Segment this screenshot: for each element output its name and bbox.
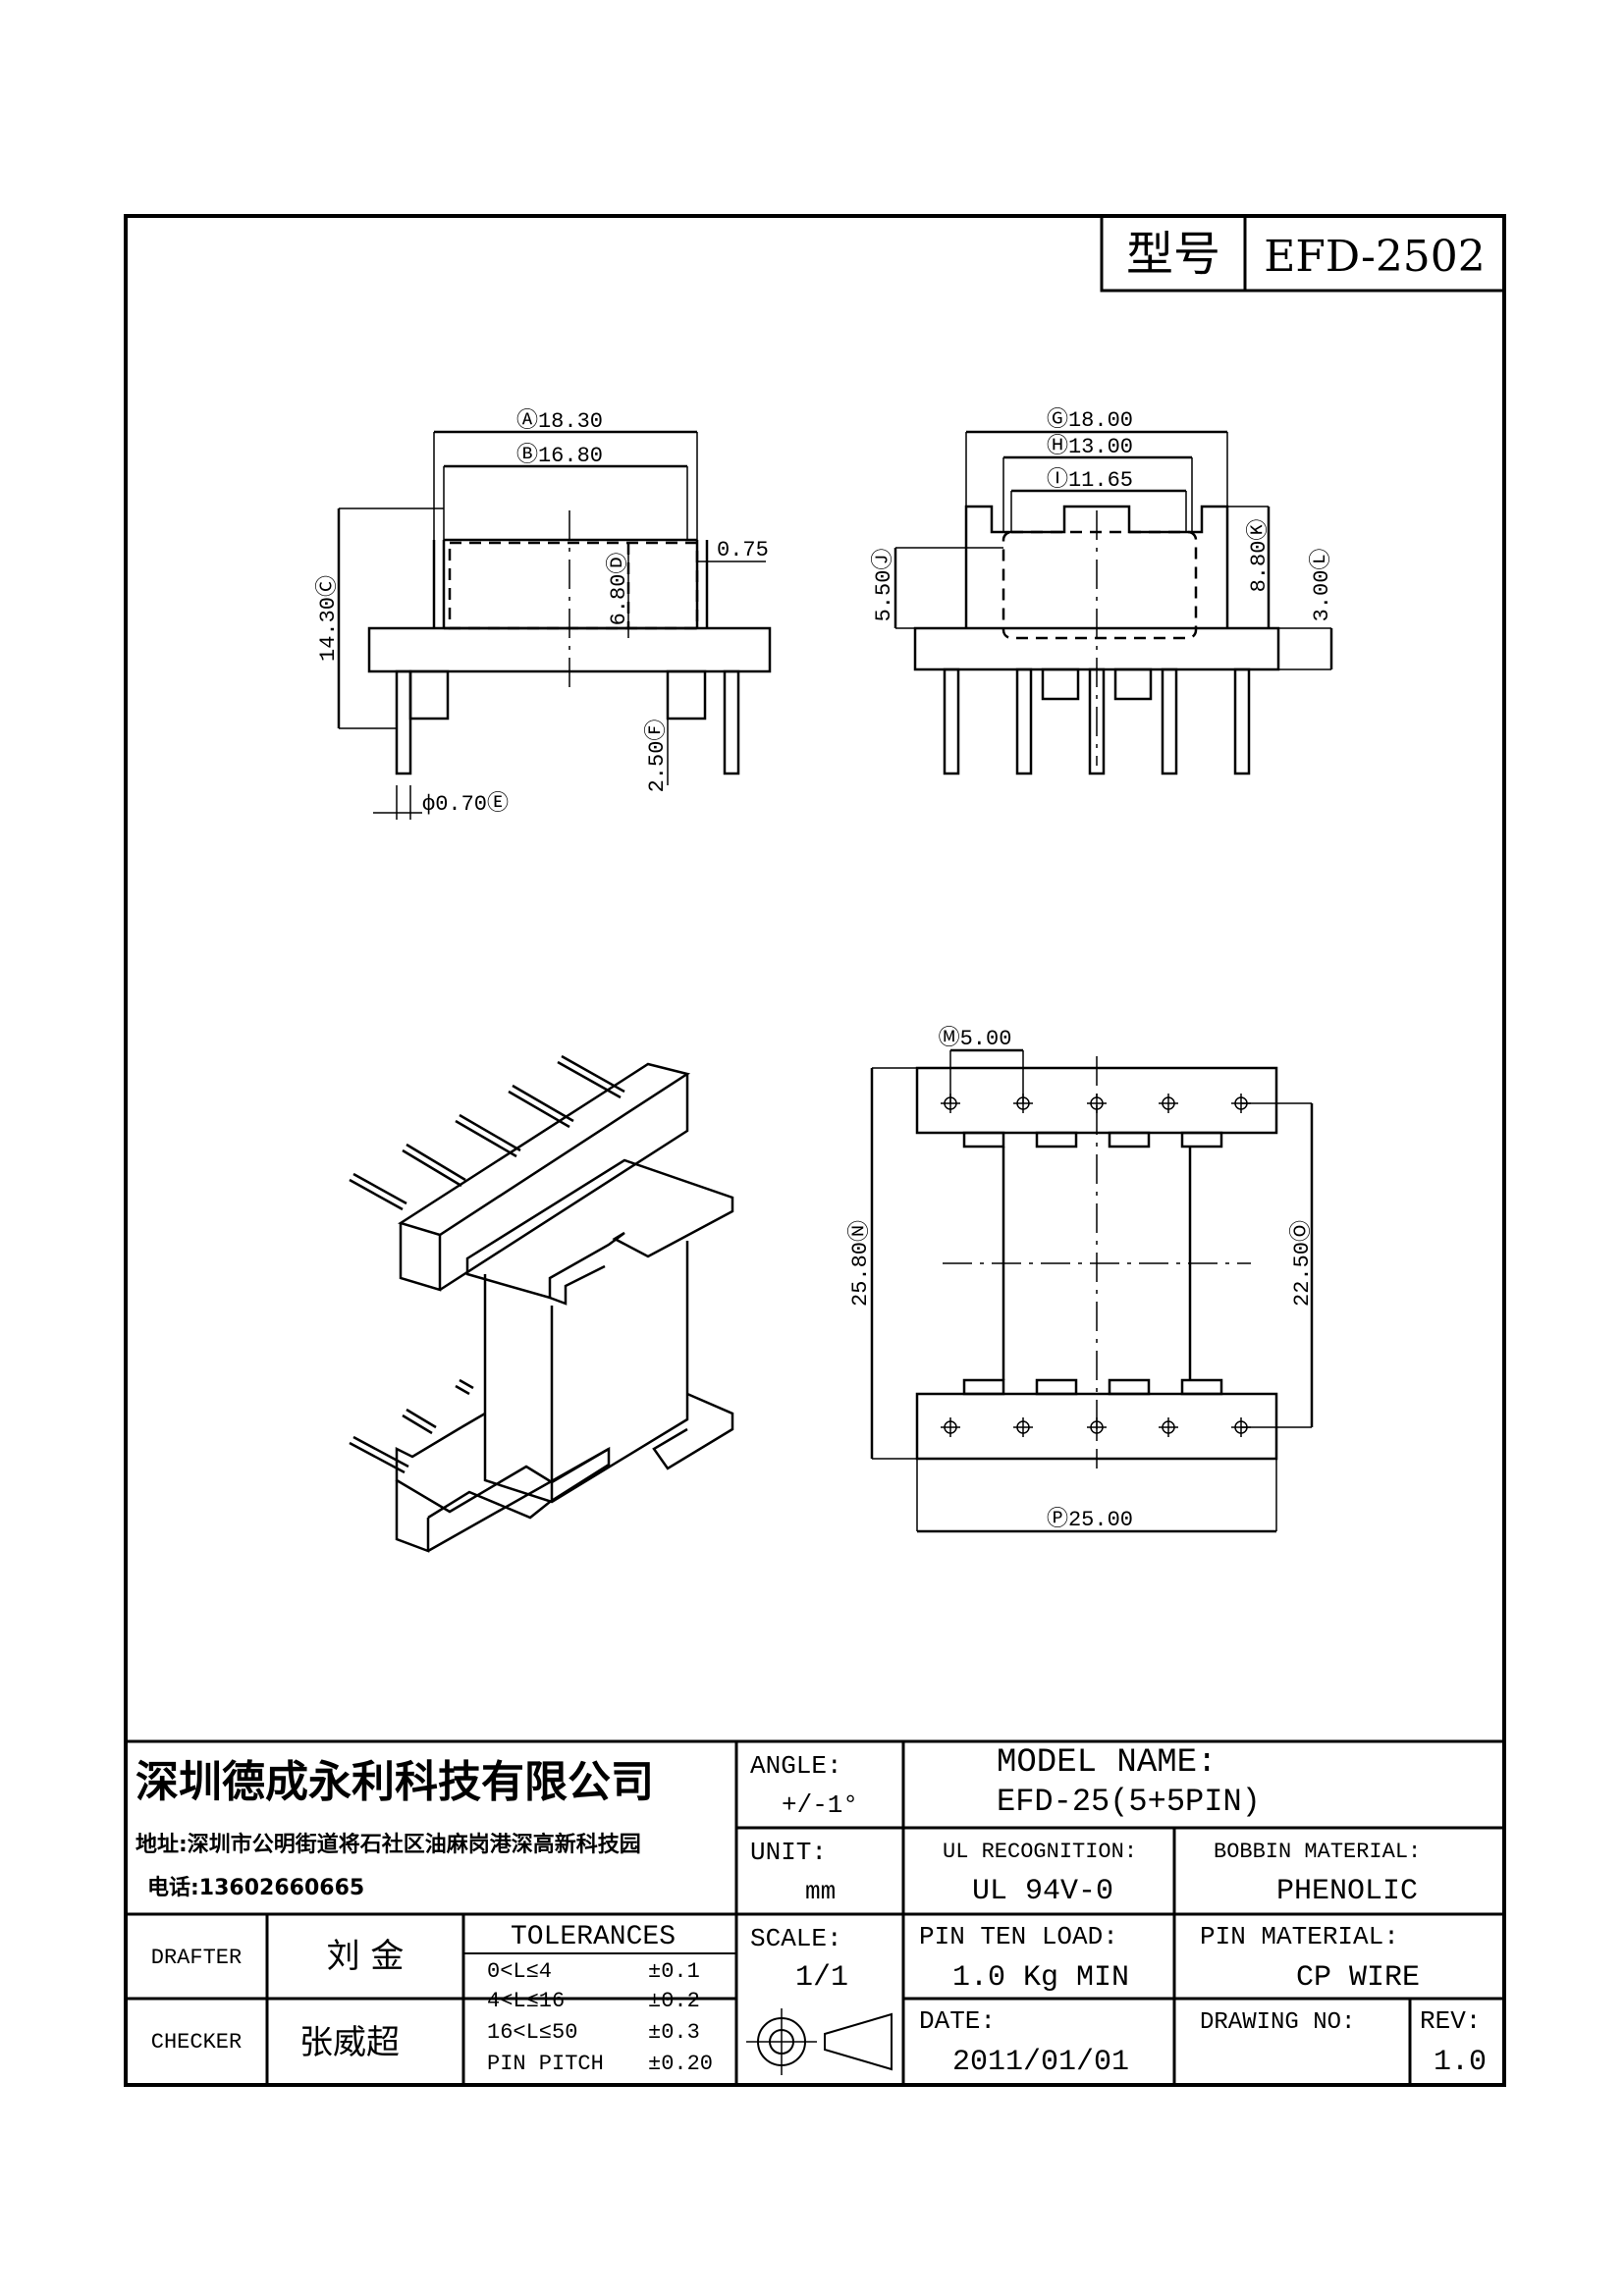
front-view — [337, 430, 772, 820]
scale-label: SCALE: — [750, 1924, 842, 1953]
side-view-dimensions: Ⓖ18.00 Ⓗ13.00 Ⓘ11.65 5.50Ⓙ 8.80Ⓚ 3.00Ⓛ — [871, 407, 1334, 621]
side-view — [893, 430, 1333, 775]
title-block-text: 深圳德成永利科技有限公司 地址:深圳市公明街道将石社区油麻岗港深高新科技园 电话… — [135, 1744, 1487, 2079]
unit-label: UNIT: — [750, 1838, 827, 1867]
checker-label: CHECKER — [151, 2030, 242, 2055]
pin-ten-load-label: PIN TEN LOAD: — [919, 1922, 1118, 1951]
date-value: 2011/01/01 — [952, 2046, 1129, 2079]
drawing-border — [124, 214, 1506, 2087]
dim-g: Ⓖ18.00 — [1047, 407, 1133, 433]
model-title-label: 型号 — [1126, 227, 1220, 282]
unit-value: mm — [805, 1877, 836, 1906]
dim-d: 6.80Ⓓ — [606, 553, 631, 626]
tol-range-1: 0<L≤4 — [487, 1959, 552, 1984]
title-block-lines — [126, 1739, 1504, 2085]
bobbin-material-label: BOBBIN MATERIAL: — [1214, 1840, 1421, 1864]
rev-label: REV: — [1420, 2006, 1481, 2036]
dim-b: Ⓑ16.80 — [516, 443, 603, 468]
date-label: DATE: — [919, 2006, 996, 2036]
dim-h: Ⓗ13.00 — [1047, 434, 1133, 459]
dim-flange: 0.75 — [717, 538, 769, 562]
rev-value: 1.0 — [1434, 2046, 1487, 2079]
isometric-view — [349, 1054, 734, 1553]
company-name: 深圳德成永利科技有限公司 — [135, 1757, 654, 1807]
company-phone: 电话:13602660665 — [147, 1876, 364, 1900]
drafter-name: 刘 金 — [327, 1937, 405, 1976]
drawing-no-label: DRAWING NO: — [1200, 2009, 1355, 2036]
dim-c: 14.30Ⓒ — [315, 575, 341, 662]
company-address: 地址:深圳市公明街道将石社区油麻岗港深高新科技园 — [135, 1832, 641, 1857]
checker-name: 张威超 — [299, 2023, 400, 2062]
angle-label: ANGLE: — [750, 1751, 842, 1781]
dim-f: 2.50Ⓕ — [644, 720, 670, 793]
pin-material-value: CP WIRE — [1296, 1961, 1420, 1995]
model-name-value: EFD-25(5+5PIN) — [997, 1784, 1261, 1820]
top-view-dimensions: Ⓜ5.00 25.80Ⓝ 22.50Ⓞ Ⓟ25.00 — [847, 1026, 1315, 1532]
tol-range-2: 4<L≤16 — [487, 1989, 565, 2013]
dim-e: ф0.70Ⓔ — [422, 791, 509, 817]
tol-range-3: 16<L≤50 — [487, 2020, 577, 2045]
dim-i: Ⓘ11.65 — [1047, 467, 1133, 493]
tol-value-3: ±0.3 — [648, 2020, 700, 2045]
pin-ten-load-value: 1.0 Kg MIN — [952, 1961, 1129, 1995]
dim-l: 3.00Ⓛ — [1309, 549, 1334, 622]
dim-p: Ⓟ25.00 — [1047, 1507, 1133, 1532]
model-name-label: MODEL NAME: — [997, 1744, 1217, 1782]
front-view-dimensions: Ⓐ18.30 Ⓑ16.80 14.30Ⓒ 6.80Ⓓ 0.75 2.50Ⓕ ф0… — [315, 408, 769, 817]
dim-n: 25.80Ⓝ — [847, 1220, 873, 1307]
model-title-value: EFD-2502 — [1264, 232, 1486, 282]
tol-value-4: ±0.20 — [648, 2052, 713, 2076]
dim-a: Ⓐ18.30 — [516, 408, 603, 434]
scale-value: 1/1 — [795, 1961, 848, 1995]
ul-label: UL RECOGNITION: — [943, 1840, 1137, 1864]
tol-value-1: ±0.1 — [648, 1959, 700, 1984]
ul-value: UL 94V-0 — [972, 1875, 1113, 1908]
dim-o: 22.50Ⓞ — [1289, 1220, 1315, 1307]
pin-material-label: PIN MATERIAL: — [1200, 1922, 1399, 1951]
model-title-box: 型号 EFD-2502 — [1100, 216, 1504, 293]
dim-j: 5.50Ⓙ — [871, 549, 896, 622]
top-view — [870, 1048, 1314, 1533]
tol-value-2: ±0.2 — [648, 1989, 700, 2013]
dim-k: 8.80Ⓚ — [1246, 519, 1272, 593]
tolerances-title: TOLERANCES — [511, 1922, 676, 1952]
tol-range-4: PIN PITCH — [487, 2052, 604, 2076]
angle-value: +/-1° — [782, 1790, 858, 1820]
dim-m: Ⓜ5.00 — [939, 1026, 1012, 1051]
bobbin-material-value: PHENOLIC — [1276, 1875, 1418, 1908]
drafter-label: DRAFTER — [151, 1946, 242, 1970]
